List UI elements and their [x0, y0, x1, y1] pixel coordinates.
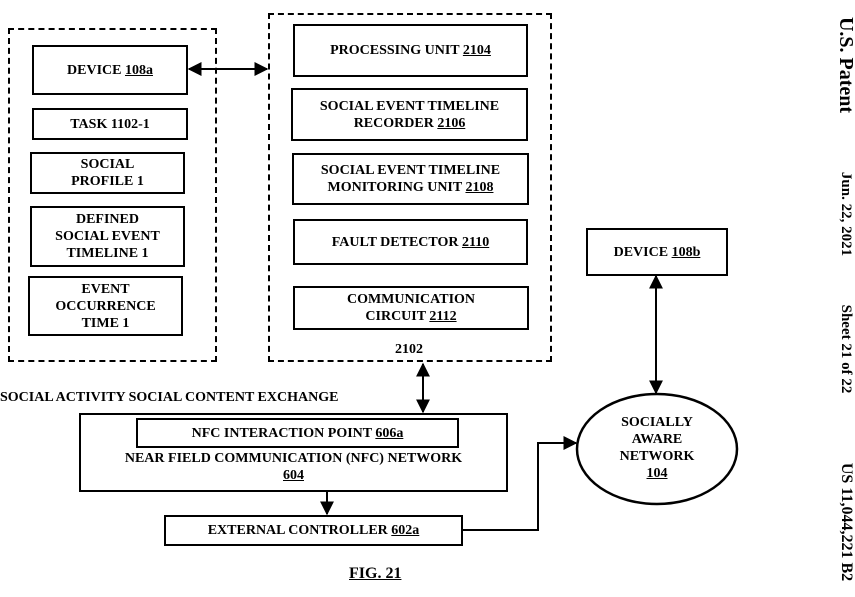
left-group-frame: [8, 28, 217, 362]
figure-label: FIG. 21: [349, 565, 402, 582]
external-controller-box: EXTERNAL CONTROLLER 602a: [164, 515, 463, 546]
patent-number-label: US 11,044,221 B2: [838, 462, 855, 582]
defined-timeline-box: DEFINED SOCIAL EVENT TIMELINE 1: [30, 206, 185, 267]
monitoring-unit-box: SOCIAL EVENT TIMELINE MONITORING UNIT 21…: [292, 153, 529, 205]
communication-circuit-box: COMMUNICATION CIRCUIT 2112: [293, 286, 529, 330]
social-profile-box: SOCIAL PROFILE 1: [30, 152, 185, 194]
device-108b-box: DEVICE 108b: [586, 228, 728, 276]
fault-detector-box: FAULT DETECTOR 2110: [293, 219, 528, 265]
system-ref-label: 2102: [395, 342, 423, 357]
nfc-interaction-point-box: NFC INTERACTION POINT 606a: [136, 418, 459, 448]
controller-network-arrow: [463, 436, 578, 531]
socially-aware-network-ellipse: [575, 392, 739, 506]
recorder-box: SOCIAL EVENT TIMELINE RECORDER 2106: [291, 88, 528, 141]
socially-aware-network-label: SOCIALLY AWARE NETWORK 104: [619, 415, 695, 481]
social-activity-label: SOCIAL ACTIVITY SOCIAL CONTENT EXCHANGE: [0, 390, 339, 405]
processing-unit-box: PROCESSING UNIT 2104: [293, 24, 528, 77]
event-occurrence-box: EVENT OCCURRENCE TIME 1: [28, 276, 183, 336]
system-2102-frame: [268, 13, 552, 362]
patent-date-label: Jun. 22, 2021: [838, 171, 854, 257]
patent-office-label: U.S. Patent: [835, 16, 855, 114]
device-108a-box: DEVICE 108a: [32, 45, 188, 95]
task-box: TASK 1102-1: [32, 108, 188, 140]
sheet-number-label: Sheet 21 of 22: [838, 304, 854, 394]
